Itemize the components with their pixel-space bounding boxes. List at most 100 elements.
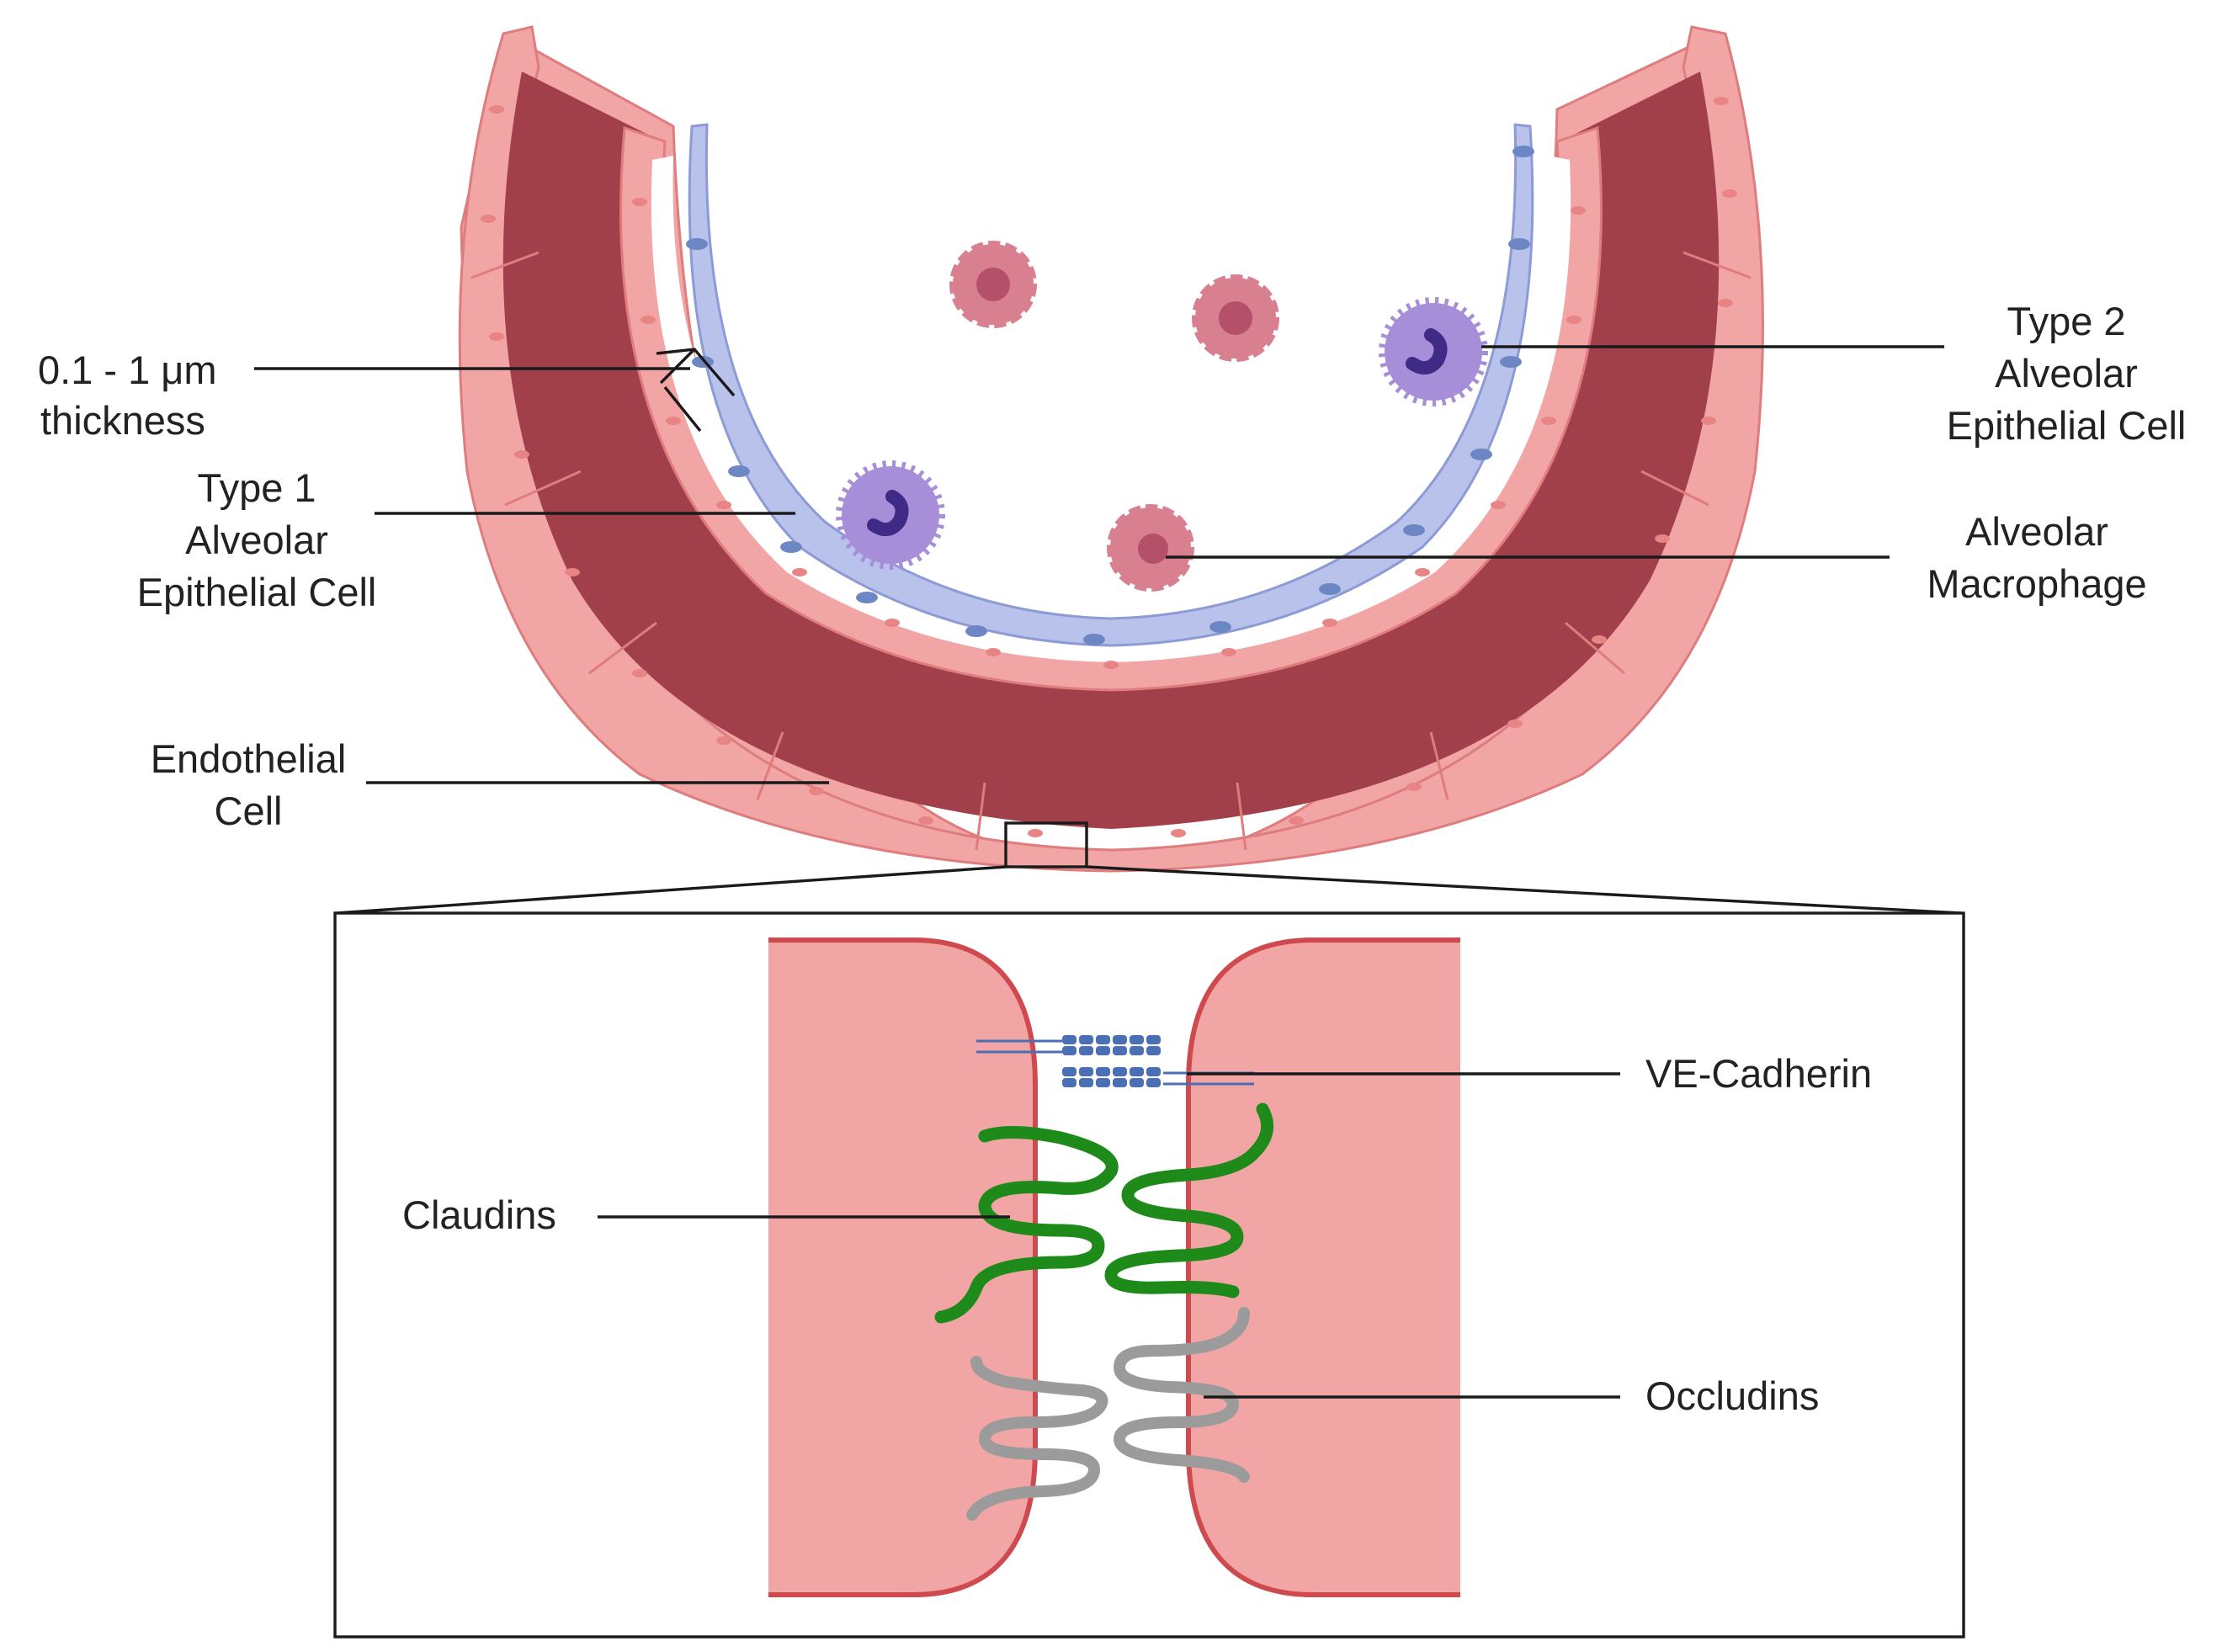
type-2-cell-nucleus	[1406, 328, 1448, 375]
endothelial-nucleus	[1571, 206, 1586, 215]
ve-cadherin-domain	[1113, 1035, 1127, 1044]
epithelial-nucleus	[686, 238, 708, 250]
zoom-line-right	[1086, 865, 1962, 915]
zoom-line-left	[336, 865, 1007, 915]
endothelial-nucleus	[809, 787, 824, 795]
endothelial-cell-boundary	[1429, 731, 1449, 800]
macrophage-label-line2: Macrophage	[1927, 561, 2146, 606]
ve-cadherin-domain	[1113, 1046, 1127, 1055]
ve-cadherin-domain	[1096, 1035, 1110, 1044]
type-1-label-line1: Type 1	[197, 465, 316, 510]
endothelial-nucleus	[918, 816, 933, 825]
junction-detail-panel: VE-Cadherin Claudins Occludins	[333, 911, 1965, 1639]
endothelial-nucleus	[1592, 635, 1607, 644]
ve-cadherin-domain	[1130, 1067, 1144, 1076]
epithelial-nucleus	[1500, 356, 1522, 368]
type-2-cell-body	[1379, 297, 1488, 406]
endothelium-outer-layer	[458, 25, 1764, 873]
capillary-section	[336, 25, 1962, 915]
left-endothelial-cell	[768, 940, 1035, 1595]
endothelial-nucleus	[641, 316, 656, 324]
ve-cadherin-label: VE-Cadherin	[1645, 1051, 1872, 1096]
endothelial-nucleus	[1415, 568, 1430, 576]
ve-cadherin-complex	[976, 1035, 1254, 1087]
epithelial-nucleus	[780, 541, 802, 553]
endothelial-cell-boundary	[1236, 782, 1247, 851]
endothelial-nucleus	[489, 105, 504, 114]
ve-cadherin-domain	[1130, 1035, 1144, 1044]
blood-lumen	[502, 72, 1720, 829]
endothelial-nucleus	[1322, 619, 1337, 627]
endothelial-cell-boundary	[975, 782, 986, 851]
endothelial-nucleus	[565, 568, 580, 576]
ve-cadherin-domain	[1130, 1078, 1144, 1087]
endothelial-nucleus	[792, 568, 807, 576]
endothelial-nucleus	[632, 669, 647, 677]
endothelial-nucleus	[1655, 534, 1670, 543]
type-2-alveolar-cell	[1379, 297, 1488, 406]
endothelial-nucleus	[632, 198, 647, 206]
endothelial-nucleus	[489, 332, 504, 341]
endothelial-cell-boundary	[504, 470, 582, 507]
ve-cadherin-domain	[1096, 1067, 1110, 1076]
endothelial-nucleus	[1103, 661, 1119, 669]
type-2-label-line3: Epithelial Cell	[1947, 403, 2187, 448]
endothelial-nucleus	[1714, 97, 1729, 105]
ve-cadherin-domain	[1146, 1035, 1161, 1044]
type-2-label-line1: Type 2	[2007, 299, 2125, 343]
endothelial-nucleus	[514, 450, 529, 459]
endothelial-nucleus	[481, 215, 496, 223]
ve-cadherin-domain	[1096, 1078, 1110, 1087]
endothelial-label-line2: Cell	[215, 789, 283, 833]
epithelial-nucleus	[965, 625, 987, 637]
endothelial-nucleus	[885, 619, 900, 627]
endothelial-nucleus	[1171, 829, 1186, 837]
ve-cadherin-domain	[1146, 1046, 1161, 1055]
endothelial-nucleus	[1566, 316, 1581, 324]
zoom-region-marker	[1004, 821, 1088, 868]
thickness-annotation: 0.1 - 1 μm thickness	[38, 348, 736, 443]
detail-frame	[333, 911, 1965, 1639]
endothelial-nucleus	[1541, 417, 1556, 425]
endothelial-label-line1: Endothelial	[151, 736, 347, 781]
ve-cadherin-domain	[1062, 1078, 1076, 1087]
thickness-label-line2: thickness	[40, 398, 205, 443]
endothelial-cell-boundary	[1565, 621, 1625, 675]
macrophage-label-line1: Alveolar	[1965, 509, 2108, 554]
type-1-label-line3: Epithelial Cell	[137, 570, 377, 614]
type-1-annotation: Type 1 Alveolar Epithelial Cell	[137, 465, 795, 614]
immune-cell-3	[1107, 504, 1194, 592]
endothelial-nucleus	[986, 648, 1001, 656]
alveolar-macrophage-cell	[836, 460, 945, 570]
epithelial-nucleus	[1508, 238, 1530, 250]
macrophage-annotation: Alveolar Macrophage	[1166, 509, 2147, 606]
epithelial-nucleus	[728, 465, 750, 477]
occludins-label: Occludins	[1645, 1373, 1819, 1418]
epithelial-nucleus	[1319, 583, 1341, 595]
type-1-label-line2: Alveolar	[185, 518, 328, 562]
epithelial-nucleus	[1209, 621, 1231, 633]
epithelial-nuclei	[686, 146, 1534, 645]
epithelial-nucleus	[1512, 146, 1534, 157]
ve-cadherin-domain	[1062, 1046, 1076, 1055]
epithelial-nucleus	[856, 592, 878, 603]
immune-cell-1	[949, 241, 1037, 328]
ve-cadherin-domain	[1079, 1078, 1093, 1087]
ve-cadherin-domain	[1096, 1046, 1110, 1055]
type-2-annotation: Type 2 Alveolar Epithelial Cell	[1481, 299, 2186, 448]
endothelial-nucleus	[716, 736, 731, 745]
thickness-bracket	[656, 348, 736, 433]
right-endothelial-cell	[1188, 940, 1460, 1595]
endothelial-nuclei	[481, 97, 1737, 837]
ve-cadherin-domain	[1146, 1067, 1161, 1076]
endothelial-cell-boundary	[470, 251, 540, 279]
endothelial-nucleus	[1406, 783, 1422, 791]
ve-cadherin-domain	[1146, 1078, 1161, 1087]
ve-cadherin-domain	[1113, 1078, 1127, 1087]
endothelial-cell-boundary	[1682, 251, 1752, 279]
ve-cadherin-domain	[1062, 1035, 1076, 1044]
endothelial-nucleus	[1718, 299, 1733, 307]
ve-cadherin-domain	[1079, 1035, 1093, 1044]
endothelial-nucleus	[666, 417, 681, 425]
